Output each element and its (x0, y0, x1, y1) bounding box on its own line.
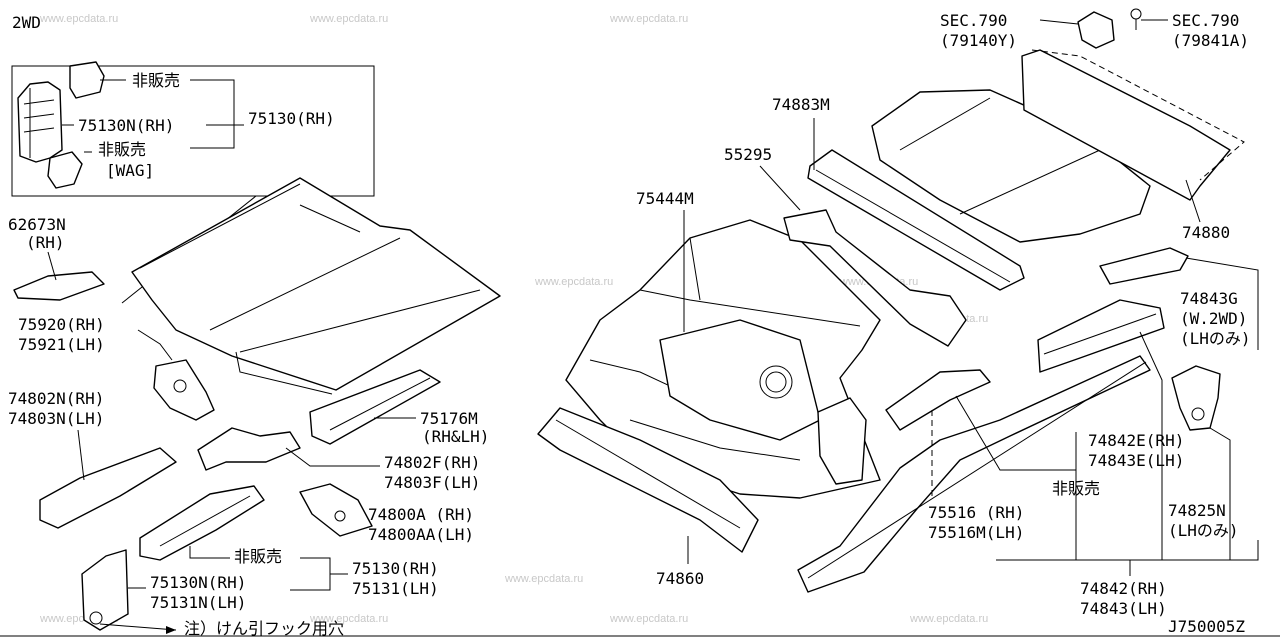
label-not-for-sale: 非販売 (98, 140, 146, 159)
label-55295: 55295 (724, 145, 772, 164)
label-75176m-side: (RH&LH) (422, 427, 489, 446)
label-75131-lh: 75131(LH) (352, 579, 439, 598)
label-74843e-lh: 74843E(LH) (1088, 451, 1184, 470)
part-75130n (81, 549, 129, 631)
part-sec790-bracket (1077, 11, 1115, 49)
label-sec790-right-sub: (79841A) (1172, 31, 1249, 50)
watermark: www.epcdata.ru (39, 13, 118, 25)
part-74843g (1099, 247, 1189, 285)
label-74800a-rh: 74800A (RH) (368, 505, 474, 524)
label-74843g: 74843G (1180, 289, 1238, 308)
label-sec790-left: SEC.790 (940, 11, 1007, 30)
label-not-for-sale: 非販売 (132, 71, 180, 90)
rear-floor-side (817, 397, 867, 485)
label-75176m: 75176M (420, 409, 478, 428)
part-74842e (1037, 299, 1165, 373)
part-62673n (13, 271, 105, 301)
inset-part-small-top (69, 61, 105, 99)
part-75516 (885, 369, 991, 431)
part-74880 (1021, 49, 1231, 201)
inset-part-small-bottom (47, 151, 83, 189)
arrow-head (166, 626, 176, 634)
label-74802f-rh: 74802F(RH) (384, 453, 480, 472)
label-75921-lh: 75921(LH) (18, 335, 105, 354)
label-75516-rh: 75516 (RH) (928, 503, 1024, 522)
front-floor-panel (131, 177, 501, 395)
label-74842-rh: 74842(RH) (1080, 579, 1167, 598)
watermark: www.epcdata.ru (309, 13, 388, 25)
label-62673n: 62673N (8, 215, 66, 234)
label-74803n-lh: 74803N(LH) (8, 409, 104, 428)
part-74860 (537, 407, 759, 553)
label-74880: 74880 (1182, 223, 1230, 242)
label-not-for-sale: 非販売 (234, 547, 282, 566)
label-wag: [WAG] (106, 161, 154, 180)
watermark: www.epcdata.ru (309, 613, 388, 625)
part-74802n (39, 447, 177, 529)
inset-part-detail (23, 88, 55, 158)
inset-part-bracket (17, 81, 63, 163)
inset-box: 非販売 75130N(RH) 75130(RH) 非販売 [WAG] (11, 61, 375, 304)
label-75516m-lh: 75516M(LH) (928, 523, 1024, 542)
label-tow-hook-note: 注）けん引フック用穴 (184, 619, 344, 638)
bolt-icon (1130, 8, 1142, 20)
label-74843g-note: (W.2WD) (1180, 309, 1247, 328)
part-74842 (797, 355, 1151, 593)
part-74825n (1171, 365, 1221, 431)
label-sec790-right: SEC.790 (1172, 11, 1239, 30)
label-75920-rh: 75920(RH) (18, 315, 105, 334)
floor-panel-ribs (139, 183, 481, 395)
label-74843g-side: (LHのみ) (1180, 329, 1251, 348)
rear-floor-panel (565, 219, 881, 499)
label-74803f-lh: 74803F(LH) (384, 473, 480, 492)
label-75130-rh: 75130(RH) (248, 109, 335, 128)
label-74825n: 74825N (1168, 501, 1226, 520)
label-75444m: 75444M (636, 189, 694, 208)
watermark: www.epcdata.ru (909, 613, 988, 625)
reference-number: J750005Z (1168, 617, 1245, 636)
watermark: www.epcdata.ru (609, 613, 688, 625)
label-75130n-rh: 75130N(RH) (78, 116, 174, 135)
label-75130-rh: 75130(RH) (352, 559, 439, 578)
rear-floor-center (659, 319, 821, 441)
label-74843-lh: 74843(LH) (1080, 599, 1167, 618)
label-75130n-rh: 75130N(RH) (150, 573, 246, 592)
label-sec790-left-sub: (79140Y) (940, 31, 1017, 50)
part-74883m (807, 149, 1025, 291)
label-74883m: 74883M (772, 95, 830, 114)
label-74842e-rh: 74842E(RH) (1088, 431, 1184, 450)
label-74825n-side: (LHのみ) (1168, 521, 1239, 540)
part-55295 (783, 209, 967, 347)
label-75131n-lh: 75131N(LH) (150, 593, 246, 612)
watermark: www.epcdata.ru (609, 13, 688, 25)
drawing-code: 2WD (12, 13, 41, 32)
label-74802n-rh: 74802N(RH) (8, 389, 104, 408)
part-74800a (299, 483, 373, 537)
watermark: www.epcdata.ru (504, 573, 583, 585)
watermark: www.epcdata.ru (534, 276, 613, 288)
trunk-floor (871, 89, 1151, 243)
floor-panel-outline (131, 177, 501, 391)
part-74802f (197, 427, 301, 471)
label-74800aa-lh: 74800AA(LH) (368, 525, 474, 544)
label-74860: 74860 (656, 569, 704, 588)
label-62673n-side: (RH) (26, 233, 65, 252)
rear-floor-ribs (589, 237, 861, 461)
